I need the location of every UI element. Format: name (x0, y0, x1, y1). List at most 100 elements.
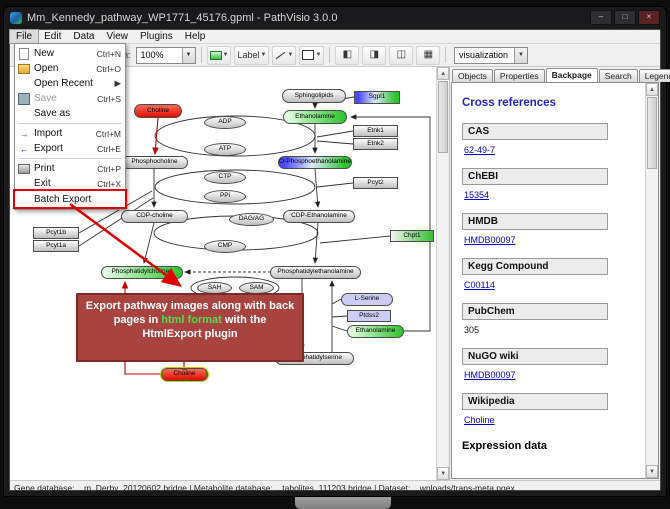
pathway-node-chpt1-18[interactable]: Chpt1 (390, 230, 434, 242)
pathway-node-l-serine-24[interactable]: L-Serine (341, 293, 393, 306)
scroll-down-icon[interactable]: ▼ (437, 467, 449, 480)
menu-help[interactable]: Help (184, 31, 206, 42)
xref-link-hmdb[interactable]: HMDB00097 (464, 235, 516, 245)
maximize-button[interactable]: □ (614, 10, 636, 25)
menu-plugins[interactable]: Plugins (139, 31, 173, 42)
panel-vertical-scrollbar[interactable]: ▲ ▼ (645, 83, 658, 478)
close-button[interactable]: × (638, 10, 660, 25)
pathway-node-ppi-12[interactable]: PPi (204, 190, 246, 203)
pathway-node-ptdss2-25[interactable]: Ptdss2 (347, 310, 391, 322)
pathway-node-atp-7[interactable]: ATP (204, 143, 246, 156)
menu-file[interactable]: File (8, 29, 40, 44)
scroll-down-icon[interactable]: ▼ (646, 465, 658, 478)
selection-handle-n[interactable] (181, 369, 187, 370)
pathway-node-phosphatidylethanolamine-21[interactable]: Phosphatidylethanolamine (270, 266, 361, 279)
selection-handle-s[interactable] (181, 379, 187, 380)
pathway-node-dag-ag-14[interactable]: DAG/AG (229, 213, 274, 226)
pathway-node-sgpl1-1[interactable]: Sgpl1 (354, 91, 400, 104)
chevron-down-icon: ▼ (181, 47, 195, 63)
menu-separator (18, 123, 122, 124)
selection-handle-ne[interactable] (206, 369, 207, 370)
blank-icon (18, 78, 30, 90)
tab-legend[interactable]: Legend (638, 69, 670, 82)
shape-tool-button[interactable]: ▼ (299, 45, 325, 65)
pathway-node-pcyt2-11[interactable]: Pcyt2 (353, 177, 398, 189)
scroll-thumb[interactable] (438, 81, 448, 153)
pathway-node-cdp-choline-13[interactable]: CDP-choline (121, 210, 188, 223)
expression-data-title: Expression data (462, 440, 547, 452)
pathway-node-etnk1-5[interactable]: Etnk1 (353, 125, 398, 137)
align-center-button[interactable]: ◫ (389, 45, 414, 65)
doc-icon (18, 47, 30, 60)
tab-objects[interactable]: Objects (452, 69, 493, 82)
xref-link-kegg-compound[interactable]: C00114 (464, 280, 495, 290)
pathway-node-choline-2[interactable]: Choline (134, 104, 182, 118)
distribute-button[interactable]: ▦ (416, 45, 441, 65)
app-window: Mm_Kennedy_pathway_WP1771_45176.gpml - P… (3, 6, 670, 497)
menu-data[interactable]: Data (73, 31, 95, 42)
scroll-track[interactable] (437, 80, 449, 467)
pathway-node-choline-28[interactable]: Choline (161, 368, 208, 381)
file-menu-item-open-recent[interactable]: Open Recent▶ (15, 76, 125, 91)
pathway-node-phosphocholine-8[interactable]: Phosphocholine (121, 156, 188, 169)
folder-glyph (18, 63, 30, 74)
align-right-icon: ◨ (369, 49, 380, 60)
pathway-node-cmp-19[interactable]: CMP (204, 240, 246, 253)
selection-handle-e[interactable] (206, 371, 207, 377)
xref-link-nugo-wiki[interactable]: HMDB00097 (464, 370, 516, 380)
menu-view[interactable]: View (106, 31, 128, 42)
selection-handle-w[interactable] (162, 371, 163, 377)
xref-link-wikipedia[interactable]: Choline (464, 415, 495, 425)
pathway-node-adp-4[interactable]: ADP (204, 116, 246, 129)
selection-handle-nw[interactable] (162, 369, 163, 370)
scroll-thumb[interactable] (647, 97, 657, 169)
line-tool-button[interactable]: ▼ (272, 45, 297, 65)
align-right-button[interactable]: ◨ (362, 45, 387, 65)
selection-handle-se[interactable] (206, 379, 207, 380)
pathway-node-pcyt1a-17[interactable]: Pcyt1a (33, 240, 79, 252)
tab-properties[interactable]: Properties (493, 69, 545, 82)
pathway-node-etnk2-6[interactable]: Etnk2 (353, 138, 398, 150)
xref-link-cas[interactable]: 62-49-7 (464, 145, 496, 155)
align-left-icon: ◧ (342, 49, 353, 60)
title-bar[interactable]: Mm_Kennedy_pathway_WP1771_45176.gpml - P… (4, 7, 666, 28)
pathway-node-cdp-ethanolamine-15[interactable]: CDP-Ethanolamine (283, 210, 355, 223)
visualization-select[interactable]: visualization ▼ (454, 46, 528, 64)
file-menu-item-save-as[interactable]: Save as (15, 106, 125, 121)
zoom-select[interactable]: 100% ▼ (135, 46, 196, 64)
tab-backpage[interactable]: Backpage (545, 68, 598, 82)
pathway-node-sphingolipids-0[interactable]: Sphingolipids (282, 89, 346, 103)
pathway-node-pcyt1b-16[interactable]: Pcyt1b (33, 227, 79, 239)
tab-search[interactable]: Search (598, 69, 638, 82)
pathway-node-phosphatidylcholines-20[interactable]: Phosphatidylcholines (101, 266, 183, 279)
scroll-up-icon[interactable]: ▲ (646, 83, 658, 96)
taskbar-fragment (295, 494, 391, 509)
scroll-up-icon[interactable]: ▲ (437, 67, 449, 80)
canvas-vertical-scrollbar[interactable]: ▲ ▼ (436, 67, 449, 480)
pathway-node-o-phosphoethanolamine-9[interactable]: O-Phosphoethanolamine (278, 156, 352, 169)
file-menu-item-label: Open Recent (34, 78, 93, 89)
menu-edit[interactable]: Edit (44, 31, 62, 42)
pathway-node-ethanolamine-3[interactable]: Ethanolamine (283, 110, 347, 124)
chevron-down-icon: ▼ (260, 52, 267, 58)
datanode-tool-button[interactable]: ▼ (206, 45, 232, 65)
file-menu-item-batch-export[interactable]: Batch Export (13, 189, 127, 209)
toolbar-separator (445, 47, 447, 63)
scroll-track[interactable] (646, 96, 658, 465)
disk-icon (18, 92, 30, 105)
selection-handle-sw[interactable] (162, 379, 163, 380)
xref-link-chebi[interactable]: 15354 (464, 190, 490, 200)
folder-icon (18, 63, 30, 75)
pathway-node-ctp-10[interactable]: CTP (204, 171, 246, 184)
pathway-node-ethanolamine-26[interactable]: Ethanolamine (347, 325, 404, 338)
align-left-button[interactable]: ◧ (335, 45, 360, 65)
minimize-button[interactable]: – (590, 10, 612, 25)
label-tool-button[interactable]: Label▼ (234, 45, 270, 65)
